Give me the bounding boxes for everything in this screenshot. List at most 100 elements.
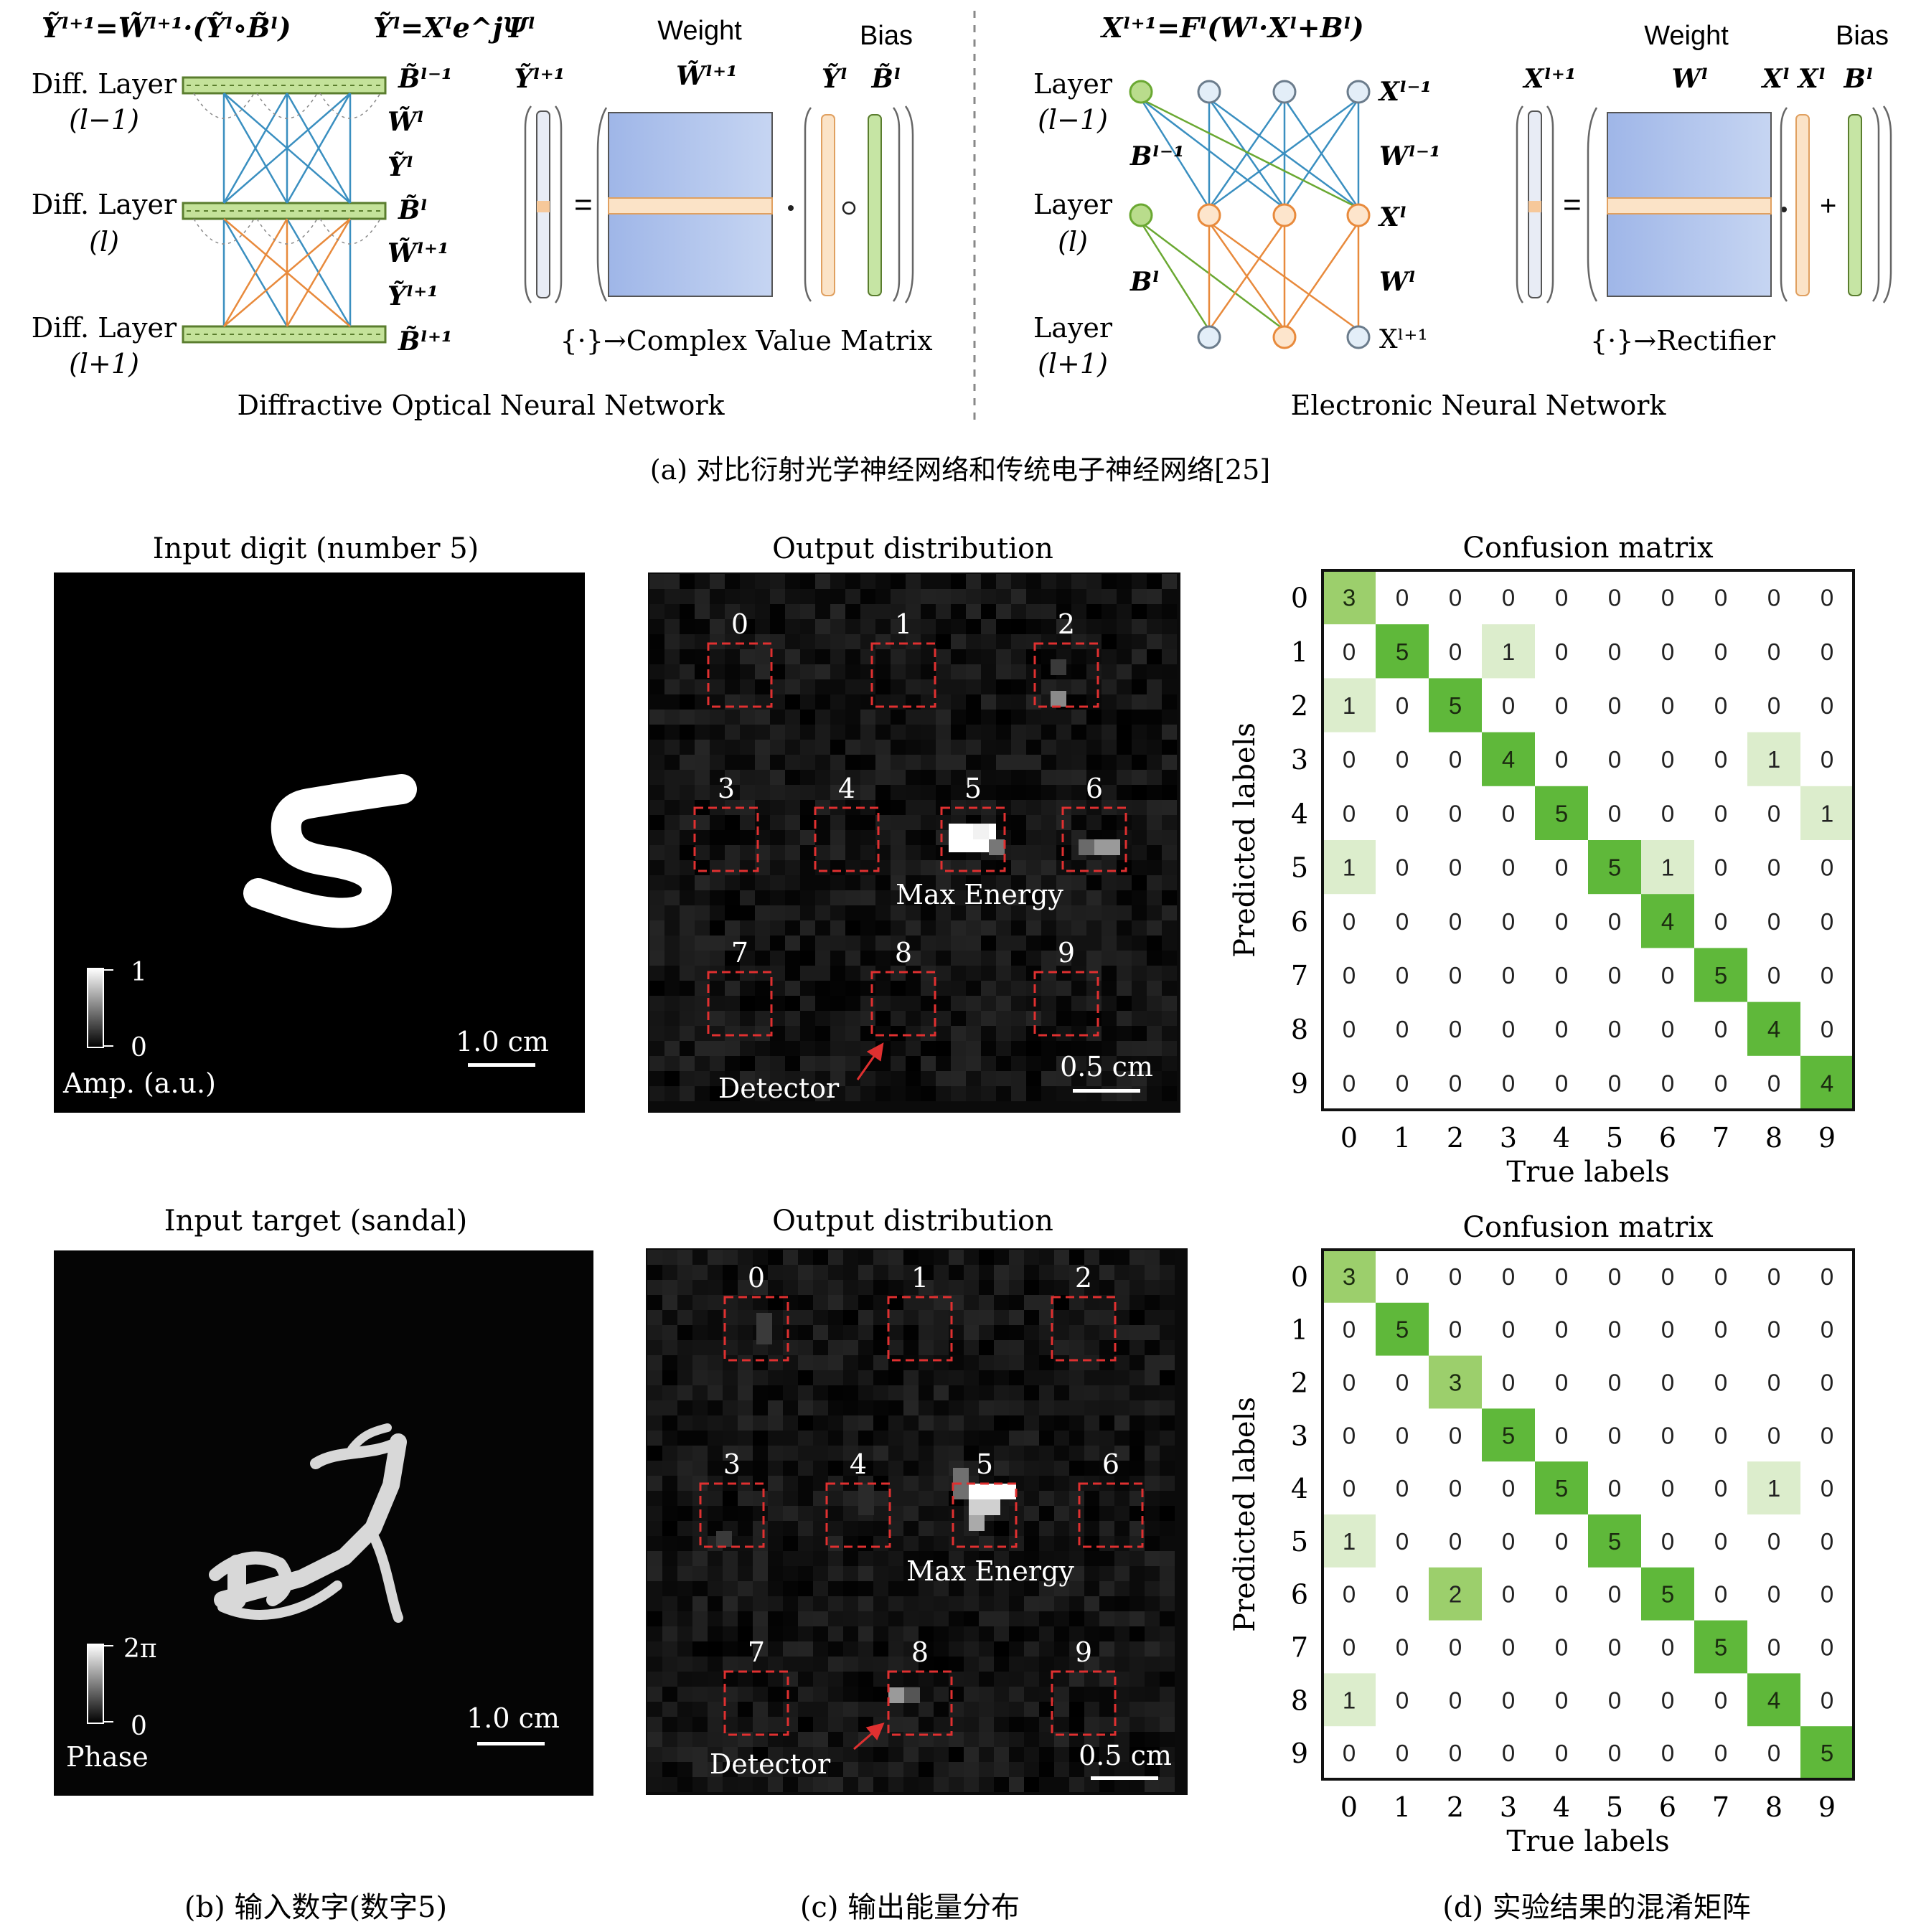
input-digit-image xyxy=(54,572,585,1113)
noise-pixel xyxy=(1102,890,1117,905)
noise-pixel xyxy=(677,1596,692,1611)
noise-pixel xyxy=(708,1762,723,1777)
noise-pixel xyxy=(964,1777,979,1792)
noise-pixel xyxy=(753,1687,768,1702)
noise-pixel xyxy=(936,845,951,860)
noise-pixel xyxy=(649,1071,664,1086)
noise-pixel xyxy=(1160,1687,1175,1702)
noise-pixel xyxy=(936,785,951,800)
noise-pixel xyxy=(1009,1280,1024,1295)
noise-pixel xyxy=(1114,1551,1129,1566)
noise-pixel xyxy=(906,785,921,800)
noise-pixel xyxy=(979,1325,994,1340)
noise-pixel xyxy=(1071,1011,1086,1026)
noise-pixel xyxy=(845,604,860,619)
noise-pixel xyxy=(708,1581,723,1596)
noise-pixel xyxy=(815,679,830,694)
noise-pixel xyxy=(921,589,936,604)
noise-pixel xyxy=(740,1056,755,1071)
x-tick-label: 2 xyxy=(1447,1791,1464,1823)
noise-pixel xyxy=(1145,1431,1160,1446)
noise-pixel xyxy=(785,845,800,860)
noise-pixel xyxy=(710,740,725,755)
noise-pixel xyxy=(662,1400,677,1415)
matrix-cell-value: 0 xyxy=(1396,1370,1409,1396)
noise-pixel xyxy=(1011,1026,1026,1041)
noise-pixel xyxy=(936,860,951,875)
noise-pixel xyxy=(981,981,996,996)
noise-pixel xyxy=(951,1071,966,1086)
noise-pixel xyxy=(903,1626,919,1641)
noise-pixel xyxy=(921,649,936,664)
noise-pixel xyxy=(921,1011,936,1026)
noise-pixel xyxy=(845,951,860,966)
energy-spot xyxy=(989,839,1005,855)
noise-pixel xyxy=(1041,936,1056,951)
noise-pixel xyxy=(710,1011,725,1026)
noise-pixel xyxy=(1160,1626,1175,1641)
noise-pixel xyxy=(813,1702,828,1717)
noise-pixel xyxy=(815,966,830,981)
noise-pixel xyxy=(649,740,664,755)
noise-pixel xyxy=(1102,936,1117,951)
noise-pixel xyxy=(680,1041,695,1056)
noise-pixel xyxy=(891,981,906,996)
noise-pixel xyxy=(664,589,680,604)
noise-pixel xyxy=(695,981,710,996)
noise-pixel xyxy=(755,619,770,634)
noise-pixel xyxy=(979,1717,994,1732)
noise-pixel xyxy=(860,951,875,966)
noise-pixel xyxy=(710,589,725,604)
noise-pixel xyxy=(966,905,981,920)
noise-pixel xyxy=(1129,1355,1145,1370)
noise-pixel xyxy=(921,1071,936,1086)
noise-pixel xyxy=(1129,1340,1145,1355)
noise-pixel xyxy=(1102,966,1117,981)
noise-pixel xyxy=(1041,634,1056,649)
noise-pixel xyxy=(1071,890,1086,905)
noise-pixel xyxy=(1024,1506,1039,1521)
noise-pixel xyxy=(1024,1446,1039,1461)
matrix-cell-value: 0 xyxy=(1396,1422,1409,1448)
matrix-cell-value: 0 xyxy=(1714,1263,1727,1290)
noise-pixel xyxy=(708,1295,723,1310)
noise-pixel xyxy=(1114,1295,1129,1310)
noise-pixel xyxy=(755,710,770,725)
noise-pixel xyxy=(710,996,725,1011)
noise-pixel xyxy=(1056,875,1071,890)
noise-pixel xyxy=(936,951,951,966)
noise-pixel xyxy=(723,1325,738,1340)
noise-pixel xyxy=(1009,1581,1024,1596)
noise-pixel xyxy=(949,1385,964,1400)
matrix-cell-value: 0 xyxy=(1661,692,1674,719)
detector-arrow xyxy=(856,1042,884,1080)
noise-pixel xyxy=(843,1702,858,1717)
noise-pixel xyxy=(949,1566,964,1581)
noise-pixel xyxy=(936,815,951,830)
noise-pixel xyxy=(723,1355,738,1370)
noise-pixel xyxy=(798,1717,813,1732)
noise-pixel xyxy=(1054,1461,1069,1476)
noise-pixel xyxy=(891,860,906,875)
noise-pixel xyxy=(1039,1431,1054,1446)
noise-pixel xyxy=(1056,1026,1071,1041)
donn-matrix-symbol: Ỹˡ⁺¹ xyxy=(515,64,565,94)
noise-pixel xyxy=(873,1581,888,1596)
noise-pixel xyxy=(1086,1041,1102,1056)
matrix-cell-value: 0 xyxy=(1608,638,1621,665)
noise-pixel xyxy=(710,664,725,679)
noise-pixel xyxy=(1162,920,1177,936)
noise-pixel xyxy=(755,770,770,785)
matrix-cell-value: 0 xyxy=(1343,1581,1356,1608)
noise-pixel xyxy=(649,951,664,966)
matrix-cell-value: 0 xyxy=(1821,1581,1833,1608)
noise-pixel xyxy=(1117,981,1132,996)
matrix-cell-value: 0 xyxy=(1821,962,1833,989)
energy-spot xyxy=(1051,691,1066,707)
noise-pixel xyxy=(1160,1295,1175,1310)
noise-pixel xyxy=(906,800,921,815)
noise-pixel xyxy=(964,1415,979,1431)
noise-pixel xyxy=(873,1295,888,1310)
noise-pixel xyxy=(1039,1717,1054,1732)
matrix-cell-value: 0 xyxy=(1396,585,1409,611)
